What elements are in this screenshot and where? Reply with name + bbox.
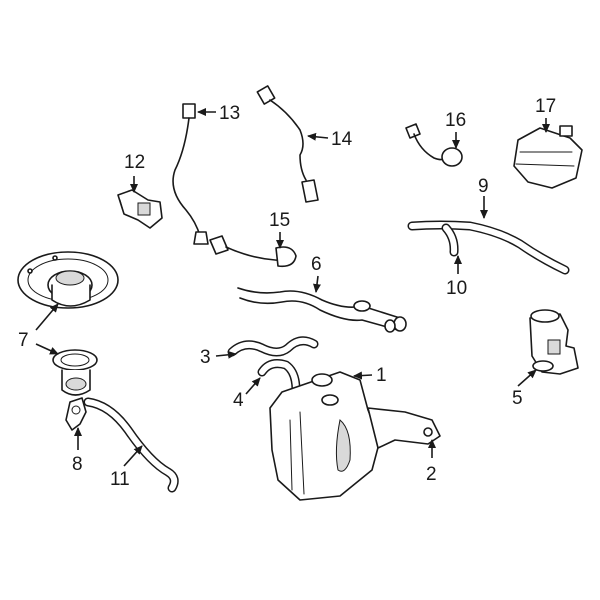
leader-3: [215, 350, 237, 359]
canister-bracket-part: [367, 407, 441, 449]
callout-16: 16: [445, 110, 466, 131]
callout-9: 9: [478, 176, 489, 197]
filler-neck-seal-part: [52, 349, 98, 396]
oxygen-sensor-downstream-part: [256, 85, 319, 203]
evap-canister-part: [269, 371, 381, 501]
vent-hose-short-part: [257, 359, 301, 423]
leader-5: [517, 369, 537, 387]
purge-solenoid-part: [529, 309, 579, 375]
leader-1: [353, 371, 373, 380]
leader-14: [307, 132, 329, 141]
vapor-tube-assembly-part: [237, 287, 407, 333]
callout-17: 17: [535, 96, 556, 117]
leader-4: [245, 377, 261, 395]
callout-1: 1: [376, 365, 387, 386]
callout-5: 5: [512, 388, 523, 409]
leader-11: [123, 445, 143, 467]
leader-7a: [35, 303, 59, 331]
callout-2: 2: [426, 464, 437, 485]
vent-hose-part: [83, 397, 179, 493]
filler-housing-part: [17, 251, 119, 309]
leader-7b: [35, 343, 59, 355]
callout-13: 13: [219, 103, 240, 124]
callout-8: 8: [72, 454, 83, 475]
oxygen-sensor-upstream-part: [172, 103, 209, 245]
callout-12: 12: [124, 152, 145, 173]
leader-lines: [35, 108, 550, 467]
vent-line-part: [407, 220, 570, 275]
callout-labels: 1 2 3 4 5 6 7 8 9 10 11 12 13 14 15 16 1…: [18, 96, 556, 490]
callout-10: 10: [446, 278, 467, 299]
callout-4: 4: [233, 390, 244, 411]
leader-6: [313, 275, 321, 293]
purge-hose-part: [227, 336, 319, 357]
pressure-sensor-part: [405, 123, 463, 167]
callout-15: 15: [269, 210, 290, 231]
callout-6: 6: [311, 254, 322, 275]
bracket-sensor-part: [117, 189, 163, 229]
leak-detection-pump-part: [513, 125, 583, 189]
callout-14: 14: [331, 129, 353, 150]
callout-3: 3: [200, 347, 211, 368]
callout-7: 7: [18, 330, 29, 351]
callout-11: 11: [110, 469, 130, 490]
sensor-lead-part: [209, 235, 297, 268]
clip-part: [65, 397, 87, 431]
